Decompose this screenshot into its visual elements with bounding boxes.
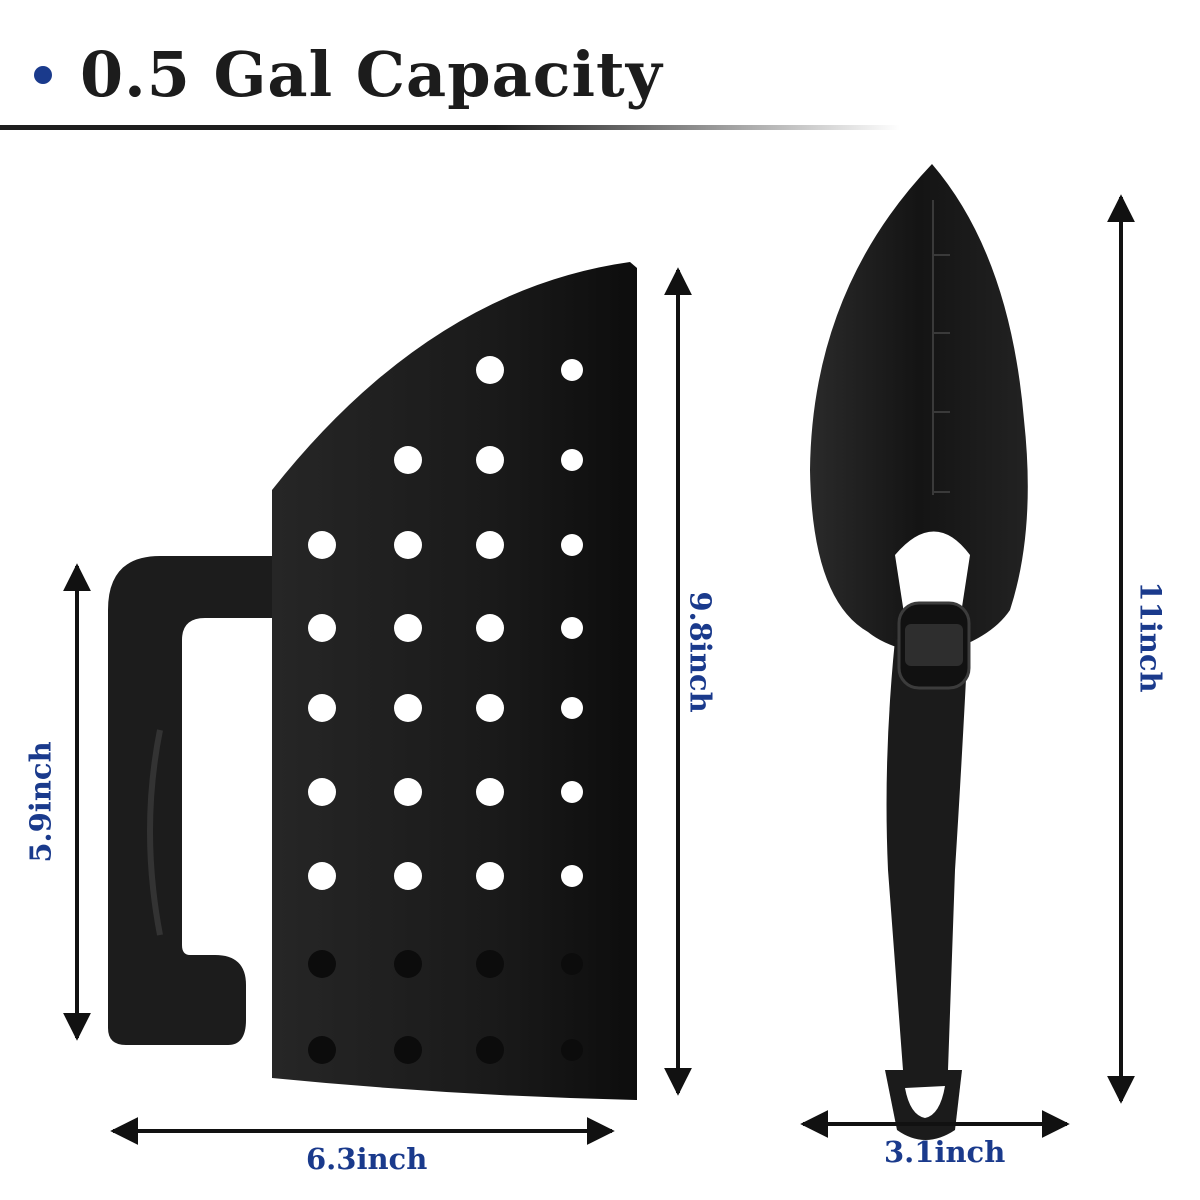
scoop-hole <box>308 694 336 722</box>
scoop-hole <box>394 778 422 806</box>
scoop-hole <box>476 1036 504 1064</box>
scoop-hole <box>476 862 504 890</box>
scoop-hole <box>308 531 336 559</box>
scoop-hole <box>394 446 422 474</box>
scoop-hole <box>561 1039 583 1061</box>
scoop-hole <box>476 614 504 642</box>
scoop-hole <box>394 531 422 559</box>
dim-label-trowel-height: 11inch <box>1133 581 1168 693</box>
scoop-hole <box>308 1036 336 1064</box>
trowel-handle <box>886 627 968 1102</box>
page-title: 0.5 Gal Capacity <box>80 38 663 111</box>
scoop-hole <box>561 781 583 803</box>
scoop-hole <box>308 950 336 978</box>
trowel-ruler <box>932 200 950 495</box>
scoop-hole <box>476 356 504 384</box>
scoop-hole <box>394 694 422 722</box>
dimension-arrows <box>63 194 1135 1145</box>
scoop-handle <box>108 556 272 1045</box>
header-underline <box>0 125 900 130</box>
scoop-hole <box>394 1036 422 1064</box>
garden-trowel <box>810 164 1028 1140</box>
scoop-hole <box>476 446 504 474</box>
scoop-hole <box>561 449 583 471</box>
scoop-hole <box>308 778 336 806</box>
scoop-hole <box>476 778 504 806</box>
dim-label-trowel-width: 3.1inch <box>884 1135 1006 1169</box>
scoop-hole <box>394 862 422 890</box>
trowel-blade <box>810 164 1028 655</box>
scoop-hole <box>561 359 583 381</box>
scoop-hole <box>394 950 422 978</box>
scoop-hole <box>308 862 336 890</box>
dim-label-handle-height: 5.9inch <box>23 741 58 863</box>
scoop-hole <box>561 953 583 975</box>
scoop-body <box>272 262 637 1100</box>
scoop-hole <box>561 865 583 887</box>
scoop-hole <box>394 614 422 642</box>
scoop-hole <box>308 614 336 642</box>
scoop-hole <box>561 697 583 719</box>
bullet-icon <box>34 66 52 84</box>
scoop-hole <box>561 617 583 639</box>
dim-label-scoop-width: 6.3inch <box>306 1142 428 1176</box>
dim-label-scoop-height: 9.8inch <box>683 591 718 713</box>
sifting-scoop <box>108 262 637 1100</box>
scoop-holes <box>308 356 583 1064</box>
header: 0.5 Gal Capacity <box>0 0 1200 135</box>
scoop-hole <box>476 950 504 978</box>
scoop-hole <box>476 531 504 559</box>
scoop-hole <box>561 534 583 556</box>
scoop-hole <box>476 694 504 722</box>
